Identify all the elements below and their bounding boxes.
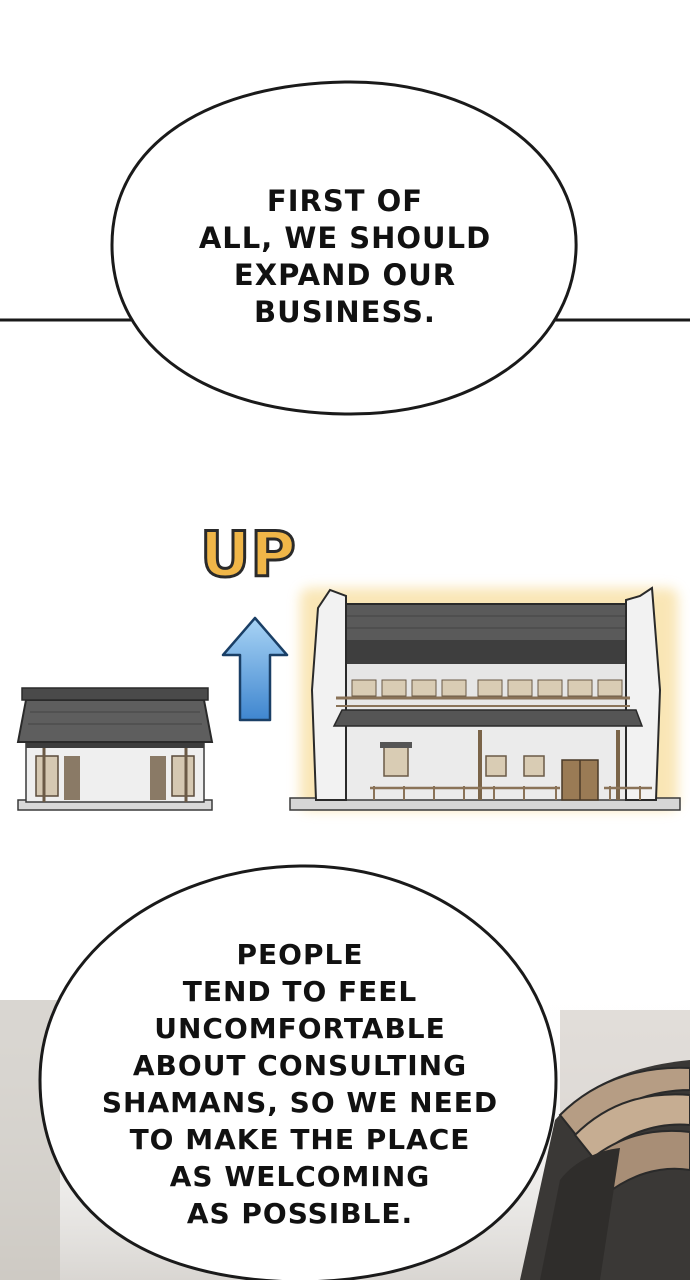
up-arrow-icon (221, 616, 289, 722)
speech-bubble-1 (110, 80, 578, 416)
character-hair (520, 1060, 690, 1280)
speech-bubble-2 (38, 864, 558, 1280)
upgrade-label: UP (199, 517, 298, 593)
speech-bubble-1-text: First of all, we should expand our busin… (198, 184, 492, 329)
speech-bubble-2-text: People tend to feel uncomfortable about … (101, 938, 499, 1230)
large-house-image (289, 586, 681, 811)
small-house-image (16, 687, 214, 811)
